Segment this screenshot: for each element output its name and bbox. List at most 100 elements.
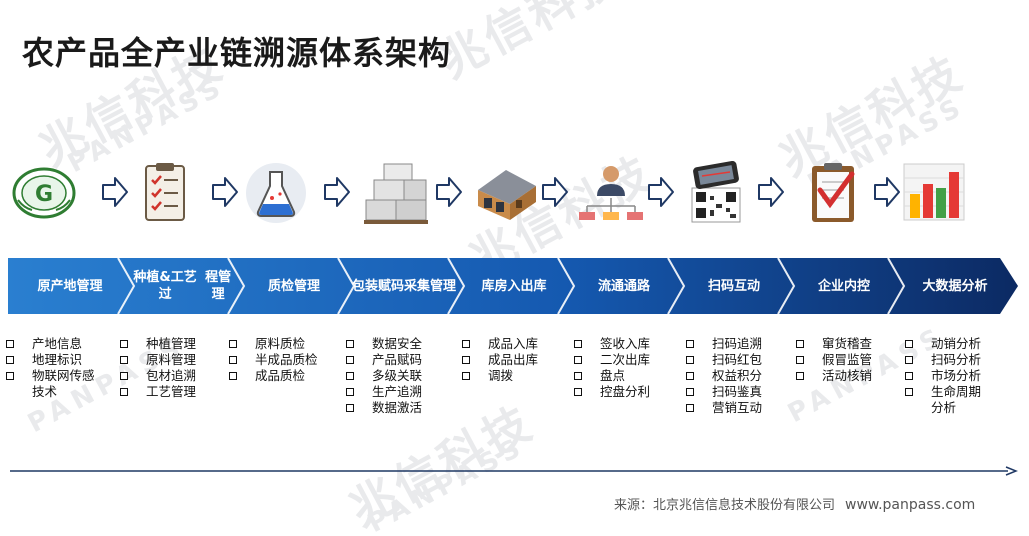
list-item: 多级关联 (346, 368, 422, 384)
checkbox-icon (905, 340, 913, 348)
clipboard-check-icon (812, 163, 855, 222)
list-item: 生产追溯 (346, 384, 422, 400)
stage-items-scan: 扫码追溯 扫码红包 权益积分 扫码鉴真 营销互动 (686, 336, 762, 416)
checkbox-icon (6, 356, 14, 364)
list-item: 地理标识 (6, 352, 95, 368)
svg-text:G: G (35, 182, 53, 207)
arrow-right-icon (324, 177, 350, 207)
checkbox-icon (346, 404, 354, 412)
warehouse-icon (478, 170, 536, 220)
checkbox-icon (905, 356, 913, 364)
watermark-text: PANPASS (363, 430, 531, 536)
list-item: 二次出库 (574, 352, 650, 368)
list-item: 产品赋码 (346, 352, 422, 368)
list-item: 成品入库 (462, 336, 538, 352)
list-item: 工艺管理 (120, 384, 196, 400)
distribution-network-icon (579, 166, 643, 220)
checkbox-icon (120, 372, 128, 380)
checkbox-icon (686, 404, 694, 412)
list-item: 生命周期分析 (905, 384, 981, 416)
checkbox-icon (686, 372, 694, 380)
checkbox-icon (905, 372, 913, 380)
process-chevron-band (8, 258, 1018, 314)
list-item: 假冒监管 (796, 352, 872, 368)
list-item: 营销互动 (686, 400, 762, 416)
checkbox-icon (120, 356, 128, 364)
checkbox-icon (686, 340, 694, 348)
list-item: 市场分析 (905, 368, 981, 384)
stage-items-planting: 种植管理 原料管理 包材追溯 工艺管理 (120, 336, 196, 400)
stage-label-circulation: 流通通路 (597, 278, 650, 294)
list-item: 活动核销 (796, 368, 872, 384)
list-item: 扫码分析 (905, 352, 981, 368)
checkbox-icon (346, 340, 354, 348)
checkbox-icon (574, 372, 582, 380)
checkbox-icon (462, 356, 470, 364)
timeline-arrow (10, 466, 1019, 476)
stage-items-circulation: 签收入库 二次出库 盘点 控盘分利 (574, 336, 650, 400)
stage-items-packaging: 数据安全 产品赋码 多级关联 生产追溯 数据激活 (346, 336, 422, 416)
list-item: 权益积分 (686, 368, 762, 384)
checkbox-icon (686, 388, 694, 396)
checkbox-icon (120, 388, 128, 396)
stage-label-bigdata: 大数据分析 (922, 278, 988, 294)
list-item: 盘点 (574, 368, 650, 384)
source-text: 来源：北京兆信信息技术股份有限公司 (614, 498, 836, 513)
list-item: 产地信息 (6, 336, 95, 352)
list-item: 数据激活 (346, 400, 422, 416)
boxes-icon (364, 163, 428, 224)
stage-items-bigdata: 动销分析 扫码分析 市场分析 生命周期分析 (905, 336, 981, 416)
checkbox-icon (574, 388, 582, 396)
arrow-right-icon (212, 177, 238, 207)
checkbox-icon (346, 388, 354, 396)
list-item: 调拨 (462, 368, 538, 384)
flask-icon (246, 163, 306, 223)
arrow-right-icon (874, 177, 900, 207)
list-item: 扫码红包 (686, 352, 762, 368)
list-item: 签收入库 (574, 336, 650, 352)
checkbox-icon (120, 340, 128, 348)
stage-label-packaging: 包装赋码采集管理 (352, 278, 457, 294)
list-item: 物联网传感技术 (6, 368, 95, 400)
list-item: 扫码鉴真 (686, 384, 762, 400)
checkbox-icon (346, 372, 354, 380)
stage-label-warehouse: 库房入出库 (481, 278, 547, 294)
checkbox-icon (796, 356, 804, 364)
checkbox-icon (462, 340, 470, 348)
stage-label-control: 企业内控 (817, 278, 870, 294)
origin-logo-icon: G (12, 167, 76, 219)
checkbox-icon (574, 340, 582, 348)
stage-items-control: 窜货稽查 假冒监管 活动核销 (796, 336, 872, 384)
checklist-icon (145, 163, 185, 221)
list-item: 数据安全 (346, 336, 422, 352)
source-footer: 来源：北京兆信信息技术股份有限公司 www.panpass.com (614, 494, 975, 513)
checkbox-icon (462, 372, 470, 380)
stage-items-origin: 产地信息 地理标识 物联网传感技术 (6, 336, 95, 400)
checkbox-icon (346, 356, 354, 364)
list-item: 包材追溯 (120, 368, 196, 384)
checkbox-icon (229, 340, 237, 348)
stage-items-warehouse: 成品入库 成品出库 调拨 (462, 336, 538, 384)
arrow-right-icon (648, 177, 674, 207)
arrow-right-icon (758, 177, 784, 207)
arrow-right-icon (542, 177, 568, 207)
list-item: 原料质检 (229, 336, 318, 352)
arrow-right-icon (436, 177, 462, 207)
list-item: 控盘分利 (574, 384, 650, 400)
bar-chart-icon (903, 163, 965, 221)
list-item: 半成品质检 (229, 352, 318, 368)
list-item: 窜货稽查 (796, 336, 872, 352)
stage-label-origin: 原产地管理 (37, 278, 103, 294)
stage-label-scan: 扫码互动 (707, 278, 760, 294)
list-item: 成品出库 (462, 352, 538, 368)
list-item: 扫码追溯 (686, 336, 762, 352)
list-item: 原料管理 (120, 352, 196, 368)
arrow-right-icon (102, 177, 128, 207)
checkbox-icon (6, 340, 14, 348)
list-item: 种植管理 (120, 336, 196, 352)
checkbox-icon (905, 388, 913, 396)
checkbox-icon (229, 356, 237, 364)
checkbox-icon (574, 356, 582, 364)
source-url: www.panpass.com (845, 497, 976, 513)
checkbox-icon (796, 340, 804, 348)
